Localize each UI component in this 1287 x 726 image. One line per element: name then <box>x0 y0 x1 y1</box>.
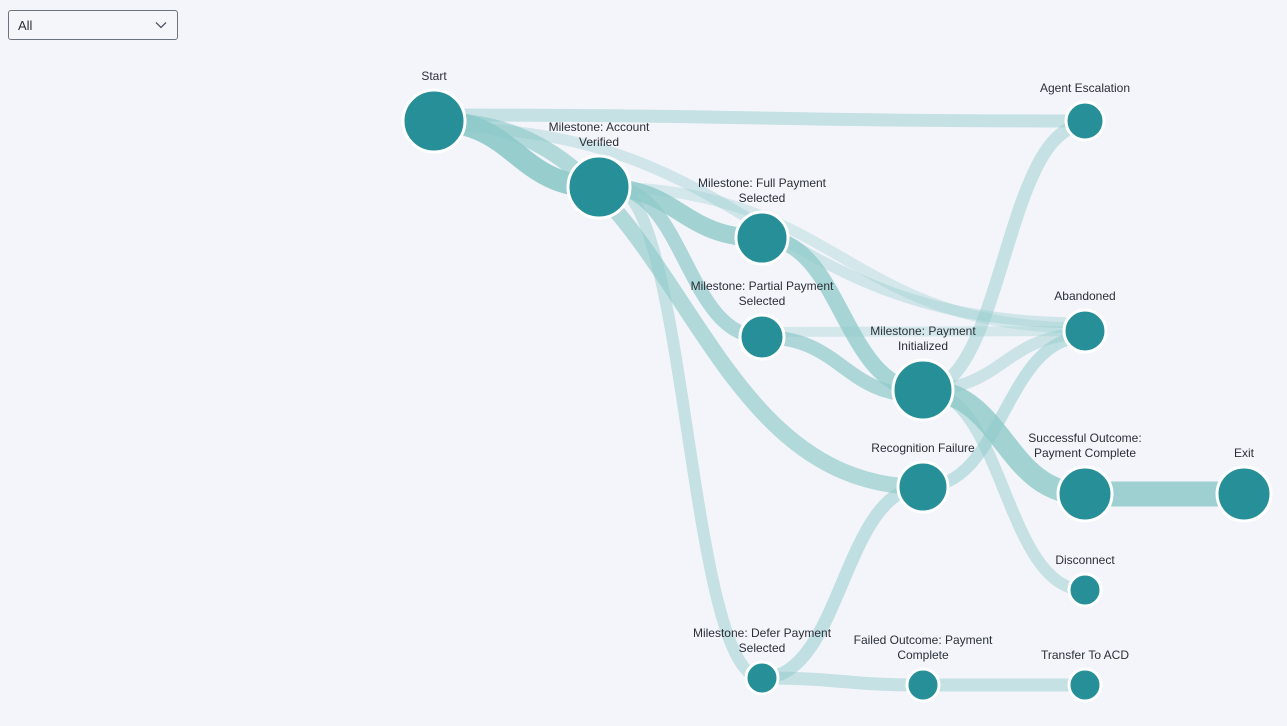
node-partial_payment[interactable] <box>738 313 786 361</box>
filter-selected-value: All <box>18 17 33 33</box>
node-label-start: Start <box>421 69 447 83</box>
node-label-disconnect: Disconnect <box>1055 553 1115 567</box>
flow-link-account_verified-to-abandoned[interactable] <box>598 181 1086 334</box>
node-failed_outcome[interactable] <box>905 667 941 703</box>
node-label-abandoned: Abandoned <box>1054 289 1116 303</box>
node-label-agent_escalation: Agent Escalation <box>1039 81 1131 95</box>
node-abandoned[interactable] <box>1062 308 1108 354</box>
node-exit[interactable] <box>1215 465 1273 523</box>
node-label-failed_outcome: Failed Outcome: Payment Complete <box>853 633 993 662</box>
chevron-down-icon <box>155 22 167 29</box>
node-payment_initialized[interactable] <box>891 358 955 422</box>
node-label-defer_payment: Milestone: Defer Payment Selected <box>692 626 832 655</box>
node-start[interactable] <box>401 88 467 154</box>
node-defer_payment[interactable] <box>744 660 780 696</box>
flow-link-partial_payment-to-abandoned[interactable] <box>761 326 1086 337</box>
node-full_payment[interactable] <box>734 210 790 266</box>
flow-links <box>433 108 1244 692</box>
node-label-successful_outcome: Successful Outcome: Payment Complete <box>1028 431 1142 460</box>
node-label-account_verified: Milestone: Account Verified <box>548 120 650 149</box>
flow-link-defer_payment-to-failed_outcome[interactable] <box>761 671 924 692</box>
flow-link-account_verified-to-defer_payment[interactable] <box>611 181 764 684</box>
node-successful_outcome[interactable] <box>1056 465 1114 523</box>
node-label-partial_payment: Milestone: Partial Payment Selected <box>690 279 834 308</box>
flow-link-recognition_failure-to-abandoned[interactable] <box>922 331 1086 493</box>
flow-link-start-to-recognition_failure[interactable] <box>441 113 924 495</box>
node-transfer_acd[interactable] <box>1067 667 1103 703</box>
node-disconnect[interactable] <box>1067 572 1103 608</box>
node-label-transfer_acd: Transfer To ACD <box>1040 648 1130 662</box>
flow-link-account_verified-to-partial_payment[interactable] <box>608 180 763 344</box>
flow-link-defer_payment-to-recognition_failure[interactable] <box>761 480 924 685</box>
flow-link-start-to-agent_escalation[interactable] <box>433 108 1086 128</box>
node-account_verified[interactable] <box>566 154 632 220</box>
node-label-payment_initialized: Milestone: Payment Initialized <box>870 324 976 353</box>
node-label-exit: Exit <box>1233 446 1255 460</box>
node-recognition_failure[interactable] <box>896 460 950 514</box>
flow-nodes <box>401 88 1273 703</box>
node-label-full_payment: Milestone: Full Payment Selected <box>697 176 827 205</box>
flow-link-payment_initialized-to-agent_escalation[interactable] <box>922 118 1086 397</box>
filter-dropdown[interactable]: All <box>8 10 178 40</box>
node-agent_escalation[interactable] <box>1064 100 1106 142</box>
node-label-recognition_failure: Recognition Failure <box>871 441 975 455</box>
